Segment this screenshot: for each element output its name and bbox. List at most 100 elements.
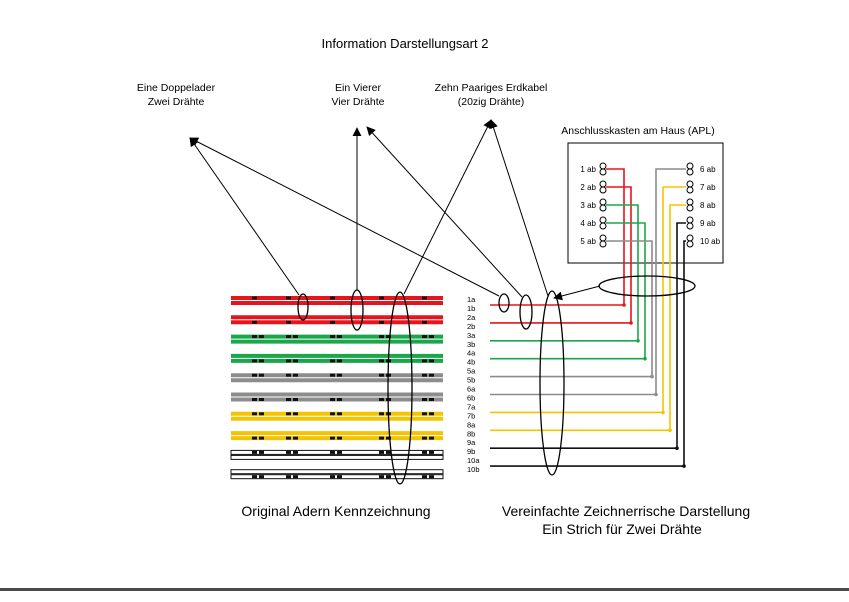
ring-mark (252, 436, 257, 440)
wire-label-2a: 2a (467, 313, 476, 322)
apl-entry-ellipse (598, 275, 696, 297)
ring-mark (293, 398, 298, 401)
label-erdkabel-line1: Zehn Paariges Erdkabel (435, 82, 548, 94)
ring-mark (252, 335, 257, 339)
wire-label-9a: 9a (467, 438, 476, 447)
ring-mark (422, 412, 427, 416)
ring-mark (337, 398, 342, 401)
ring-mark (330, 475, 335, 479)
ring-mark (286, 296, 291, 300)
ring-mark (337, 335, 342, 339)
ring-mark (286, 359, 291, 363)
ring-mark (293, 373, 298, 377)
ring-mark (337, 359, 342, 363)
ring-mark (286, 475, 291, 479)
doppelader-ellipse (297, 293, 309, 321)
apl-terminals-left: 1 ab2 ab3 ab4 ab5 ab (580, 162, 607, 248)
wire-label-4a: 4a (467, 349, 476, 358)
wire-label-3a: 3a (467, 331, 476, 340)
wire-label-8a: 8a (467, 420, 476, 429)
junction-dot (654, 392, 658, 397)
junction-dot (636, 339, 640, 343)
ring-mark (422, 475, 427, 479)
simple-wire-pair-10 (490, 240, 686, 467)
ring-mark (337, 475, 342, 479)
ring-mark (252, 398, 257, 401)
ring-mark (422, 373, 427, 377)
apl-terminal-label-2-ab: 2 ab (580, 183, 596, 192)
ring-mark (293, 359, 298, 363)
ring-mark (286, 320, 291, 324)
wire-label-1b: 1b (467, 304, 475, 313)
junction-dot (668, 428, 672, 433)
ring-mark (252, 412, 257, 416)
annotation-arrows (189, 119, 601, 301)
simple-vierer-ellipse (519, 294, 533, 330)
ring-mark (422, 335, 427, 339)
ring-mark (429, 359, 434, 363)
ring-mark (259, 359, 264, 363)
wire-label-5b: 5b (467, 376, 475, 385)
ring-mark (422, 398, 427, 401)
arrow-erdkabel-simple (489, 119, 549, 297)
apl-title: Anschlusskasten am Haus (APL) (561, 125, 714, 137)
ring-mark (330, 373, 335, 377)
ring-mark (429, 373, 434, 377)
ring-mark (259, 450, 264, 454)
junction-dot (650, 374, 654, 379)
ring-mark (422, 436, 427, 440)
label-doppelader-line1: Eine Doppelader (137, 82, 216, 94)
footer-divider (0, 588, 849, 591)
ring-mark (330, 320, 335, 324)
simple-wire-pair-8 (490, 204, 686, 432)
label-vierer-line1: Ein Vierer (335, 82, 381, 94)
ring-mark (293, 335, 298, 339)
wire-label-4b: 4b (467, 358, 475, 367)
ring-mark (386, 475, 391, 479)
ring-mark (429, 398, 434, 401)
simple-wire-pair-5 (490, 240, 653, 378)
ring-mark (259, 398, 264, 401)
ring-mark (259, 335, 264, 339)
ring-mark (379, 359, 384, 363)
simple-wire-pair-1 (490, 168, 625, 306)
apl-terminal-label-7-ab: 7 ab (700, 183, 716, 192)
apl-terminal-label-3-ab: 3 ab (580, 201, 596, 210)
ring-mark (386, 436, 391, 440)
ring-mark (429, 450, 434, 454)
ring-mark (330, 412, 335, 416)
simple-wire-pair-3 (490, 204, 639, 342)
ring-mark (286, 398, 291, 401)
apl-terminal-label-10-ab: 10 ab (700, 237, 721, 246)
ring-mark (330, 359, 335, 363)
ring-mark (337, 436, 342, 440)
junction-dot (661, 410, 665, 415)
ring-mark (422, 320, 427, 324)
wire-label-3b: 3b (467, 340, 475, 349)
wire-label-8b: 8b (467, 429, 475, 438)
wire-label-7b: 7b (467, 411, 475, 420)
ring-mark (422, 359, 427, 363)
arrow-doppelader-original (189, 137, 300, 296)
simple-wire-pair-6 (490, 168, 686, 396)
ring-mark (286, 335, 291, 339)
ring-mark (337, 450, 342, 454)
label-erdkabel-line2: (20zig Drähte) (458, 96, 525, 108)
ring-mark (337, 373, 342, 377)
apl-terminal-label-8-ab: 8 ab (700, 201, 716, 210)
junction-dot (675, 446, 679, 451)
ring-mark (252, 359, 257, 363)
ring-mark (429, 475, 434, 479)
ring-mark (379, 373, 384, 377)
wire-label-2b: 2b (467, 322, 475, 331)
label-vierer-line2: Vier Drähte (332, 96, 385, 108)
arrow-erdkabel-original (403, 119, 492, 295)
ring-mark (422, 450, 427, 454)
junction-dot (629, 321, 633, 325)
ring-mark (330, 436, 335, 440)
arrow-doppelader-simple (189, 137, 500, 297)
apl-terminal-label-1-ab: 1 ab (580, 165, 596, 174)
ring-mark (379, 412, 384, 416)
apl-terminal-label-5-ab: 5 ab (580, 237, 596, 246)
